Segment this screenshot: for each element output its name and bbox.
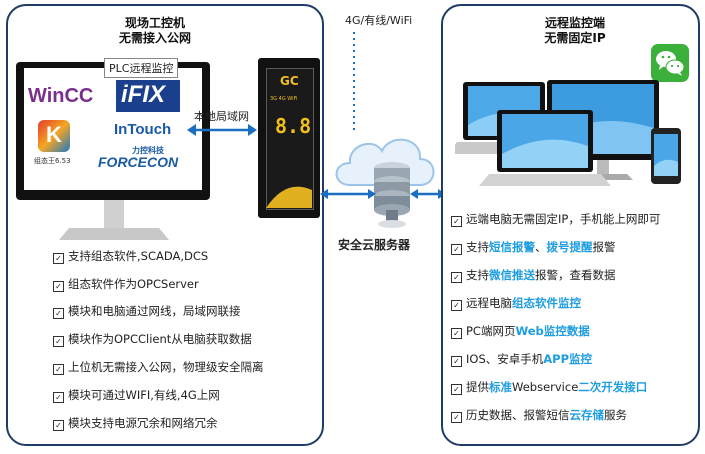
checkbox-icon: ✓ — [53, 253, 64, 264]
right-feature-item: ✓ 支持微信推送报警，查看数据 — [451, 268, 616, 283]
intouch-logo: InTouch — [114, 121, 172, 138]
kingview-logo — [38, 120, 70, 152]
right-feature-item: ✓ 提供标准Webservice二次开发接口 — [451, 380, 648, 395]
right-feature-text: Webservice — [512, 380, 579, 394]
gc-device-accent — [266, 186, 312, 208]
right-feature-text: PC端网页 — [466, 324, 516, 338]
left-title-line1: 现场工控机 — [124, 16, 185, 30]
left-panel-title: 现场工控机 无需接入公网 — [100, 16, 210, 46]
plc-remote-tag: PLC远程监控 — [104, 58, 179, 78]
network-types-label: 4G/有线/WiFi — [345, 14, 413, 27]
checkbox-icon: ✓ — [451, 216, 462, 227]
right-feature-item: ✓ PC端网页Web监控数据 — [451, 324, 590, 339]
left-feature-item: ✓ 模块和电脑通过网线，局域网联接 — [53, 304, 241, 319]
right-feature-highlight: 云存储 — [569, 408, 605, 422]
checkbox-icon: ✓ — [451, 300, 462, 311]
checkbox-icon: ✓ — [451, 328, 462, 339]
remote-devices-illustration — [455, 80, 681, 186]
right-feature-text: 远端电脑无需固定IP，手机能上网即可 — [466, 212, 661, 226]
left-feature-item: ✓ 模块可通过WIFI,有线,4G上网 — [53, 388, 220, 403]
checkbox-icon: ✓ — [451, 412, 462, 423]
left-feature-text: 模块作为OPCClient从电脑获取数据 — [68, 332, 252, 346]
gc-device-display: 8.8 — [275, 114, 312, 138]
front-laptop-icon — [479, 110, 611, 186]
right-feature-text: 支持 — [466, 240, 489, 254]
smartphone-icon — [651, 128, 681, 184]
checkbox-icon: ✓ — [451, 244, 462, 255]
right-feature-item: ✓ 支持短信报警、拨号提醒报警 — [451, 240, 616, 255]
right-feature-item: ✓ 历史数据、报警短信云存储服务 — [451, 408, 627, 423]
checkbox-icon: ✓ — [451, 272, 462, 283]
checkbox-icon: ✓ — [53, 392, 64, 403]
uplink-dotted-line — [353, 32, 355, 132]
right-title-line2: 无需固定IP — [544, 31, 606, 45]
lan-double-arrow — [187, 124, 257, 136]
left-feature-item: ✓ 模块支持电源冗余和网络冗余 — [53, 416, 218, 431]
ifix-logo-text: iFIX — [121, 81, 166, 108]
wincc-logo: WinCC — [28, 85, 94, 107]
right-feature-highlight: APP监控 — [543, 352, 593, 366]
left-title-line2: 无需接入公网 — [118, 31, 191, 45]
right-feature-text: IOS、安卓手机 — [466, 352, 544, 366]
left-feature-text: 模块可通过WIFI,有线,4G上网 — [68, 388, 220, 402]
right-feature-highlight: 二次开发接口 — [578, 380, 648, 394]
server-icon — [374, 162, 410, 228]
checkbox-icon: ✓ — [53, 281, 64, 292]
left-feature-item: ✓ 支持组态软件,SCADA,DCS — [53, 249, 209, 264]
right-feature-text: 服务 — [604, 408, 627, 422]
right-feature-text: 支持 — [466, 268, 489, 282]
gc-device-indicators: 3G 4G WiFi — [270, 96, 298, 102]
left-feature-item: ✓ 上位机无需接入公网，物理级安全隔离 — [53, 360, 264, 375]
right-feature-text: 、 — [535, 240, 547, 254]
monitor-stand — [59, 228, 169, 240]
left-feature-item: ✓ 组态软件作为OPCServer — [53, 277, 199, 292]
lan-label: 本地局域网 — [194, 110, 249, 123]
right-feature-text: 远程电脑 — [466, 296, 512, 310]
left-feature-text: 支持组态软件,SCADA,DCS — [68, 249, 209, 263]
right-feature-item: ✓ 远端电脑无需固定IP，手机能上网即可 — [451, 212, 661, 227]
checkbox-icon: ✓ — [53, 420, 64, 431]
checkbox-icon: ✓ — [451, 384, 462, 395]
right-feature-highlight: 短信报警 — [489, 240, 535, 254]
right-feature-text: 提供 — [466, 380, 489, 394]
left-feature-text: 模块支持电源冗余和网络冗余 — [68, 416, 218, 430]
checkbox-icon: ✓ — [53, 336, 64, 347]
checkbox-icon: ✓ — [53, 308, 64, 319]
left-feature-text: 组态软件作为OPCServer — [68, 277, 199, 291]
right-title-line1: 远程监控端 — [544, 16, 605, 30]
right-feature-item: ✓ 远程电脑组态软件监控 — [451, 296, 581, 311]
right-feature-highlight: 拨号提醒 — [546, 240, 593, 254]
cloud-server-label: 安全云服务器 — [338, 238, 411, 252]
left-feature-item: ✓ 模块作为OPCClient从电脑获取数据 — [53, 332, 252, 347]
checkbox-icon: ✓ — [53, 364, 64, 375]
right-feature-highlight: 标准 — [489, 380, 512, 394]
ifix-logo — [116, 80, 180, 112]
right-panel-title: 远程监控端 无需固定IP — [520, 16, 630, 46]
forcecon-logo: FORCECON — [98, 154, 179, 170]
gc-device-brand: GC — [280, 74, 299, 88]
kingview-caption: 组态王6.53 — [34, 157, 71, 165]
right-feature-item: ✓ IOS、安卓手机APP监控 — [451, 352, 593, 367]
forcecon-cn-logo: 力控科技 — [132, 146, 164, 155]
right-feature-highlight: 组态软件监控 — [512, 296, 581, 310]
right-feature-highlight: 微信推送 — [489, 268, 535, 282]
right-feature-text: 历史数据、报警短信 — [466, 408, 570, 422]
gc-device: GC 3G 4G WiFi 8.8 — [258, 58, 320, 218]
wechat-icon — [651, 44, 689, 82]
gc-device-faceplate — [266, 68, 314, 210]
device-to-cloud-arrow — [320, 189, 376, 199]
right-feature-text: 报警 — [592, 240, 616, 254]
checkbox-icon: ✓ — [451, 356, 462, 367]
left-feature-text: 上位机无需接入公网，物理级安全隔离 — [68, 360, 264, 374]
right-feature-highlight: Web监控数据 — [515, 324, 590, 338]
left-feature-text: 模块和电脑通过网线，局域网联接 — [68, 304, 241, 318]
monitor-neck — [104, 200, 124, 228]
kingview-k-letter: K — [46, 122, 62, 147]
right-feature-text: 报警，查看数据 — [535, 268, 616, 282]
